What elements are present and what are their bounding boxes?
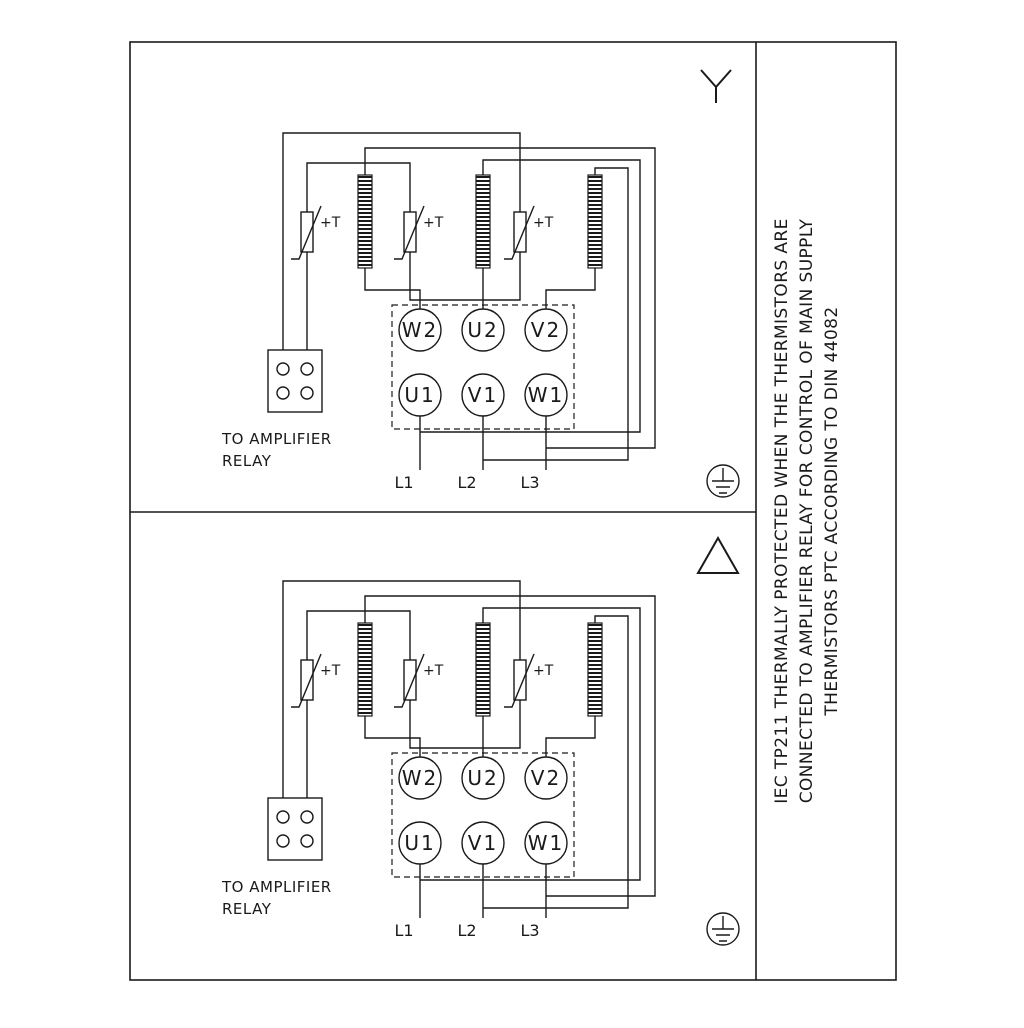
side-note-line3: THERMISTORS PTC ACCORDING TO DIN 44082	[822, 306, 842, 716]
terminal-label-w1: W1	[528, 831, 565, 855]
terminal-label-v1: V1	[468, 831, 498, 855]
terminal-label-u2: U2	[467, 766, 498, 790]
thermistor-label-2: +T	[423, 215, 444, 231]
drawing-frame	[129, 41, 897, 981]
star-connection-icon	[700, 69, 732, 103]
supply-label-l2: L2	[457, 473, 476, 492]
relay-caption-line2: RELAY	[222, 900, 272, 918]
supply-label-l3: L3	[520, 921, 539, 940]
panel-delta-linework	[267, 580, 740, 946]
terminal-label-w2: W2	[402, 318, 439, 342]
supply-label-l3: L3	[520, 473, 539, 492]
terminal-label-v2: V2	[531, 318, 561, 342]
side-note: IEC TP211 THERMALLY PROTECTED WHEN THE T…	[772, 218, 842, 804]
panel-delta: W2 U2 V2 U1 V1 W1 L1 L2 L3 +T +T +T TO A…	[221, 535, 740, 946]
terminal-label-v2: V2	[531, 766, 561, 790]
thermistor-label-2: +T	[423, 663, 444, 679]
relay-caption-line1: TO AMPLIFIER	[221, 878, 332, 896]
terminal-label-v1: V1	[468, 383, 498, 407]
relay-caption-line1: TO AMPLIFIER	[221, 430, 332, 448]
panel-star-linework	[267, 132, 740, 498]
supply-label-l1: L1	[394, 921, 413, 940]
side-note-line1: IEC TP211 THERMALLY PROTECTED WHEN THE T…	[772, 218, 792, 804]
thermistor-label-3: +T	[533, 215, 554, 231]
thermistor-label-3: +T	[533, 663, 554, 679]
delta-connection-icon	[696, 535, 740, 574]
thermistor-label-1: +T	[320, 215, 341, 231]
terminal-label-w1: W1	[528, 383, 565, 407]
thermistor-label-1: +T	[320, 663, 341, 679]
supply-label-l1: L1	[394, 473, 413, 492]
terminal-label-w2: W2	[402, 766, 439, 790]
supply-label-l2: L2	[457, 921, 476, 940]
relay-caption-line2: RELAY	[222, 452, 272, 470]
panel-star: W2 U2 V2 U1 V1 W1 L1 L2 L3 +T +T +T TO A…	[221, 69, 740, 498]
side-note-line2: CONNECTED TO AMPLIFIER RELAY FOR CONTROL…	[797, 219, 817, 804]
terminal-label-u1: U1	[404, 831, 435, 855]
terminal-label-u1: U1	[404, 383, 435, 407]
terminal-label-u2: U2	[467, 318, 498, 342]
